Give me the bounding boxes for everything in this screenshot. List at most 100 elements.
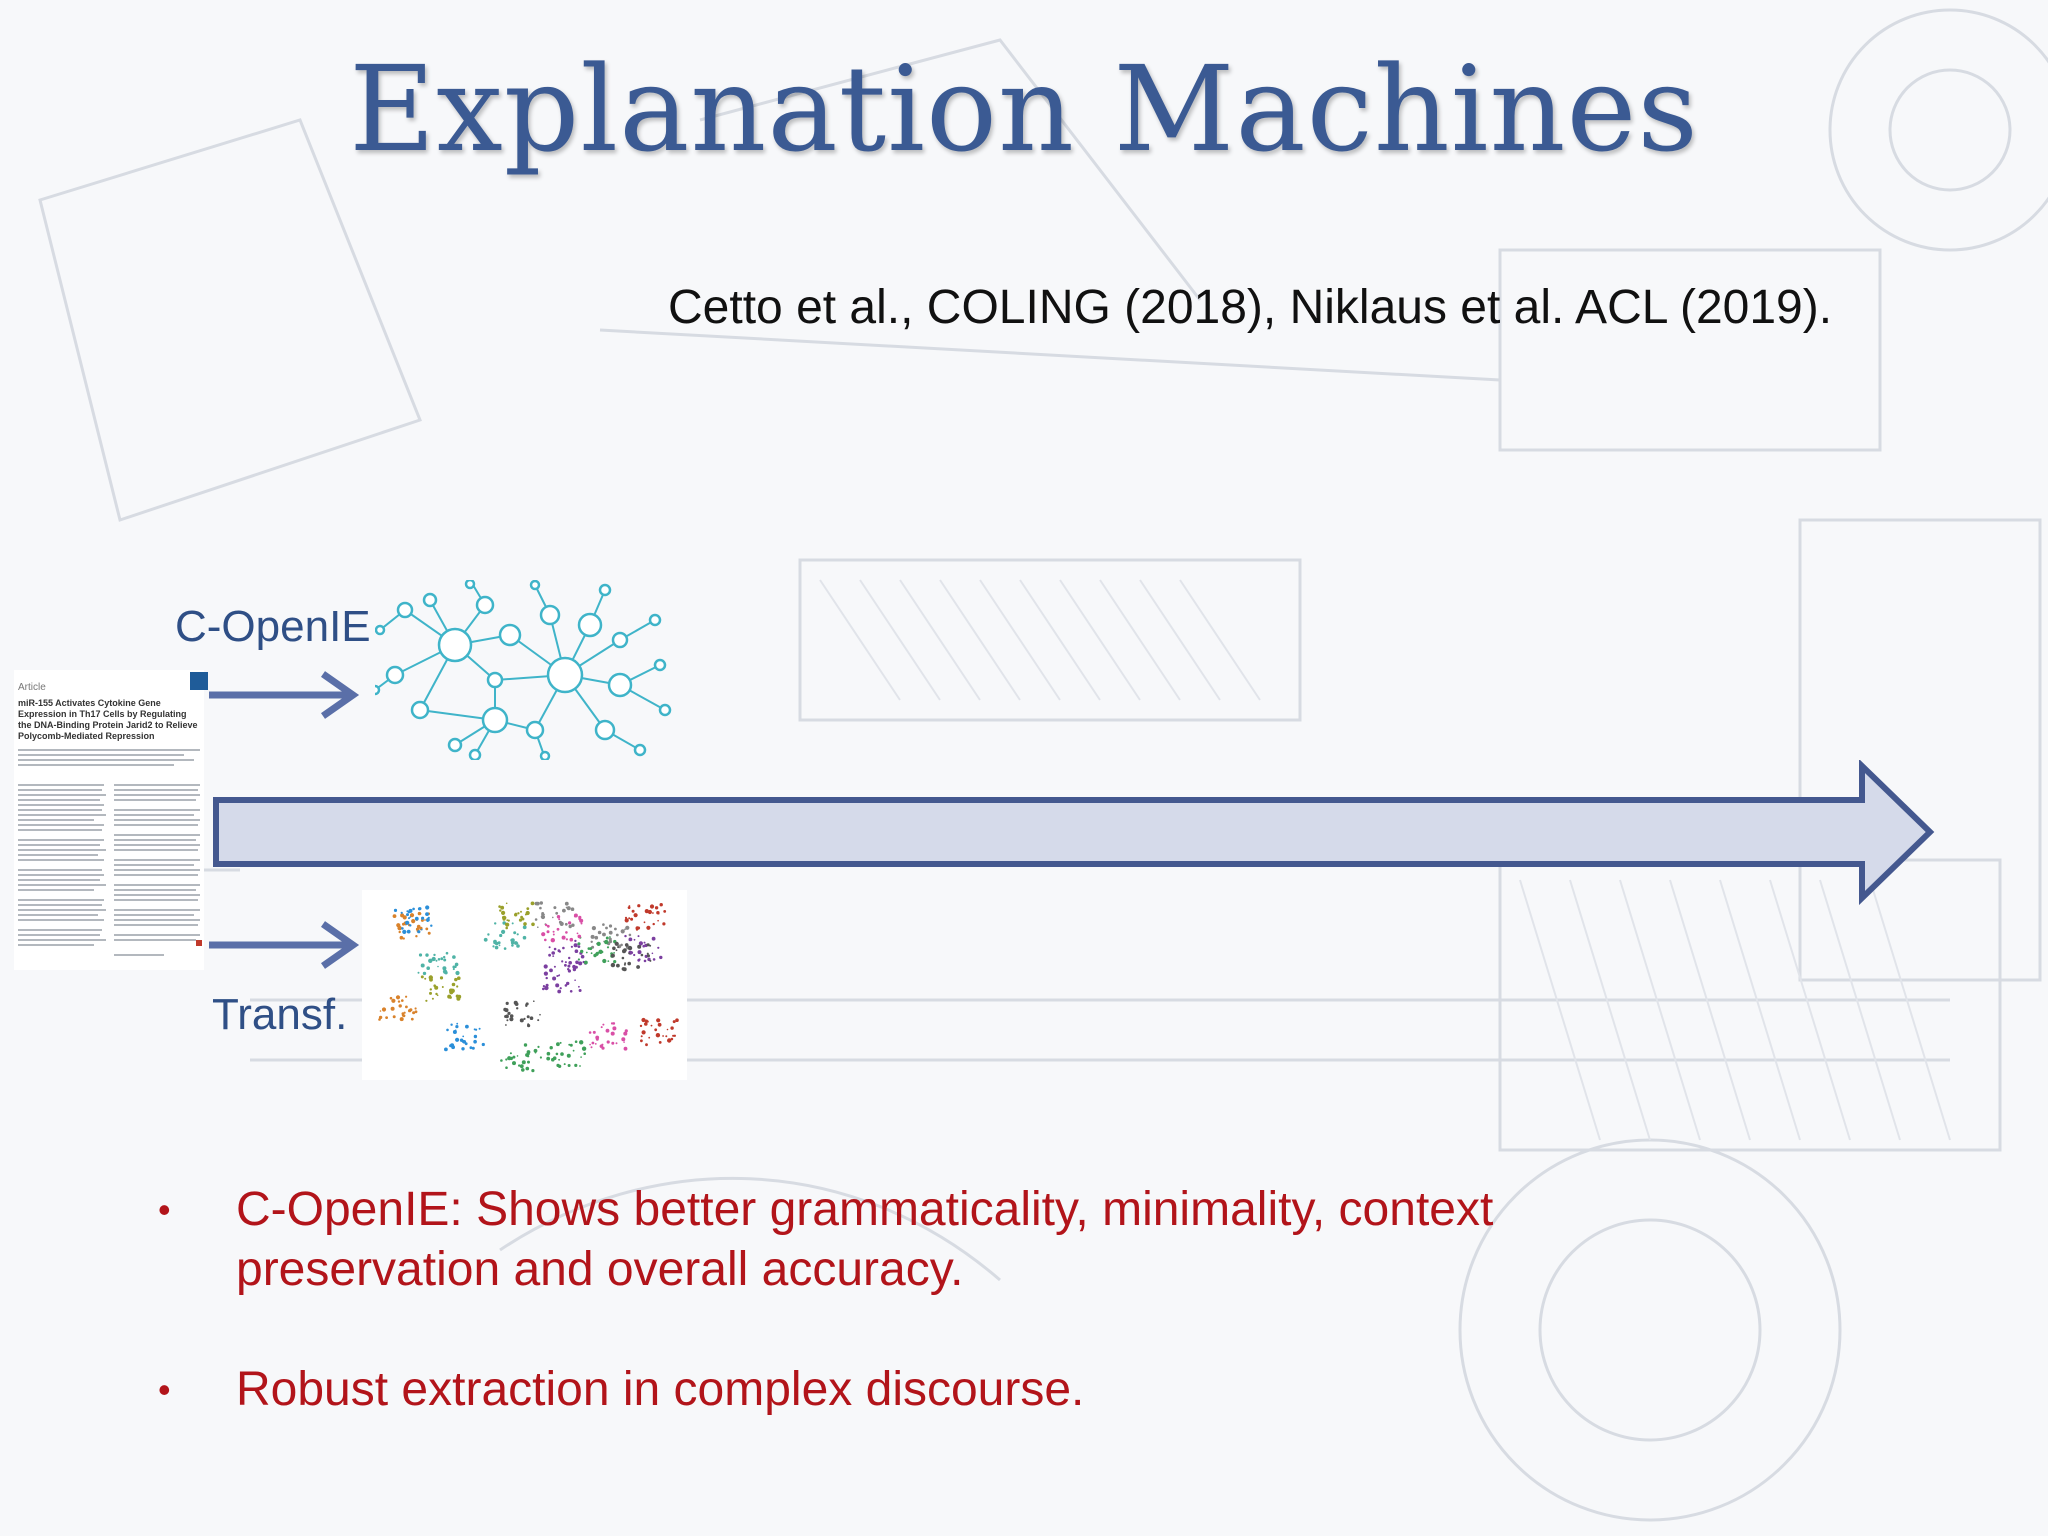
embedding-dot: [522, 935, 527, 940]
embedding-dot: [612, 1022, 616, 1025]
embedding-dot: [509, 1056, 513, 1061]
embedding-dot: [639, 1024, 643, 1028]
embedding-dot: [598, 949, 603, 954]
embedding-dot: [509, 1017, 514, 1022]
embedding-dot: [614, 927, 617, 931]
embedding-dot: [593, 953, 597, 958]
embedding-dot: [406, 929, 411, 934]
embedding-dot: [556, 975, 559, 977]
embedding-dot: [590, 940, 593, 943]
transf-label: Transf.: [212, 990, 348, 1039]
embedding-dot: [602, 1023, 605, 1026]
embedding-dot: [567, 969, 571, 973]
embedding-dot: [580, 1056, 582, 1058]
embedding-dot: [497, 941, 501, 945]
embedding-dot: [378, 1015, 383, 1020]
embedding-dot: [499, 933, 503, 938]
embedding-dot: [568, 921, 572, 925]
embedding-dot: [595, 1035, 600, 1040]
embedding-dot: [457, 976, 461, 980]
right-arrow-icon: [209, 671, 360, 719]
embedding-dot: [605, 926, 608, 930]
embedding-dot: [523, 1061, 525, 1064]
embedding-dot: [602, 923, 605, 926]
embedding-dot: [443, 955, 446, 959]
embedding-dot: [641, 1030, 646, 1035]
embedding-dot: [624, 943, 629, 947]
embedding-dot: [572, 1049, 575, 1052]
embedding-dot: [411, 919, 416, 924]
embedding-dot: [441, 986, 444, 988]
embedding-dot: [409, 913, 415, 918]
embedding-dot: [623, 1041, 625, 1043]
embedding-dot: [580, 949, 584, 954]
embedding-dot: [670, 1037, 674, 1041]
embedding-dot: [390, 1006, 395, 1011]
embedding-dot: [507, 1012, 510, 1015]
embedding-dot: [437, 965, 439, 968]
embedding-dot: [526, 1050, 531, 1054]
embedding-dot: [447, 994, 452, 999]
embedding-dot: [546, 1056, 551, 1061]
embedding-dot: [408, 908, 413, 913]
embedding-dot: [644, 1022, 648, 1026]
embedding-dot: [622, 949, 626, 954]
embedding-dot: [409, 916, 412, 918]
embedding-dot: [646, 954, 650, 958]
embedding-dot: [552, 955, 555, 957]
embedding-dot: [542, 987, 545, 991]
embedding-dot: [397, 1000, 401, 1003]
embedding-dot: [654, 1028, 658, 1032]
embedding-dot: [395, 995, 401, 1000]
embedding-dot: [643, 959, 647, 963]
embedding-dot: [542, 985, 545, 988]
embedding-dot: [446, 1028, 449, 1032]
embedding-dot: [399, 935, 404, 940]
bullet-item: • Robust extraction in complex discourse…: [150, 1360, 1950, 1420]
embedding-dot: [524, 913, 527, 916]
embedding-dot: [561, 960, 564, 963]
embedding-dot: [424, 919, 426, 921]
embedding-dot: [637, 950, 642, 955]
bullet-line: Robust extraction in complex discourse.: [236, 1363, 1085, 1416]
embedding-dot: [540, 915, 543, 918]
embedding-dot: [539, 906, 542, 910]
embedding-dot: [621, 956, 625, 960]
embedding-dot: [638, 941, 643, 946]
bullet-marker: •: [158, 1189, 171, 1230]
embedding-dot: [643, 941, 646, 944]
embedding-dot: [494, 922, 497, 925]
embedding-dot: [652, 912, 654, 914]
embedding-dot: [403, 1011, 406, 1014]
embedding-dot: [572, 967, 577, 972]
embedding-dot: [462, 1035, 465, 1038]
knowledge-graph-icon: [375, 580, 672, 760]
embedding-dot: [610, 1022, 614, 1025]
embedding-dot: [414, 1007, 417, 1010]
embedding-dot: [675, 1018, 679, 1022]
embedding-dot: [523, 922, 527, 926]
embedding-dot: [646, 943, 650, 947]
embedding-dot: [574, 1040, 578, 1043]
embedding-dot: [398, 1004, 402, 1008]
embedding-dot: [501, 929, 506, 934]
embedding-dot: [659, 903, 663, 907]
embedding-dot: [435, 992, 438, 996]
embedding-dot: [574, 965, 578, 969]
embedding-dot: [500, 1059, 503, 1062]
embedding-dot: [545, 983, 549, 987]
embedding-dot: [422, 971, 427, 976]
embedding-dot: [534, 901, 539, 906]
embedding-dot: [575, 960, 579, 965]
embedding-dot: [637, 935, 640, 938]
embedding-dot: [612, 946, 616, 951]
embedding-dot: [556, 927, 560, 931]
embedding-dot: [425, 953, 429, 957]
embedding-dot: [606, 946, 610, 949]
embedding-dot: [534, 918, 538, 921]
embedding-dot: [647, 909, 652, 915]
embedding-dot: [544, 938, 547, 942]
embedding-dot: [581, 1046, 587, 1051]
embedding-dot: [621, 1037, 626, 1042]
embedding-dot: [506, 1019, 509, 1022]
